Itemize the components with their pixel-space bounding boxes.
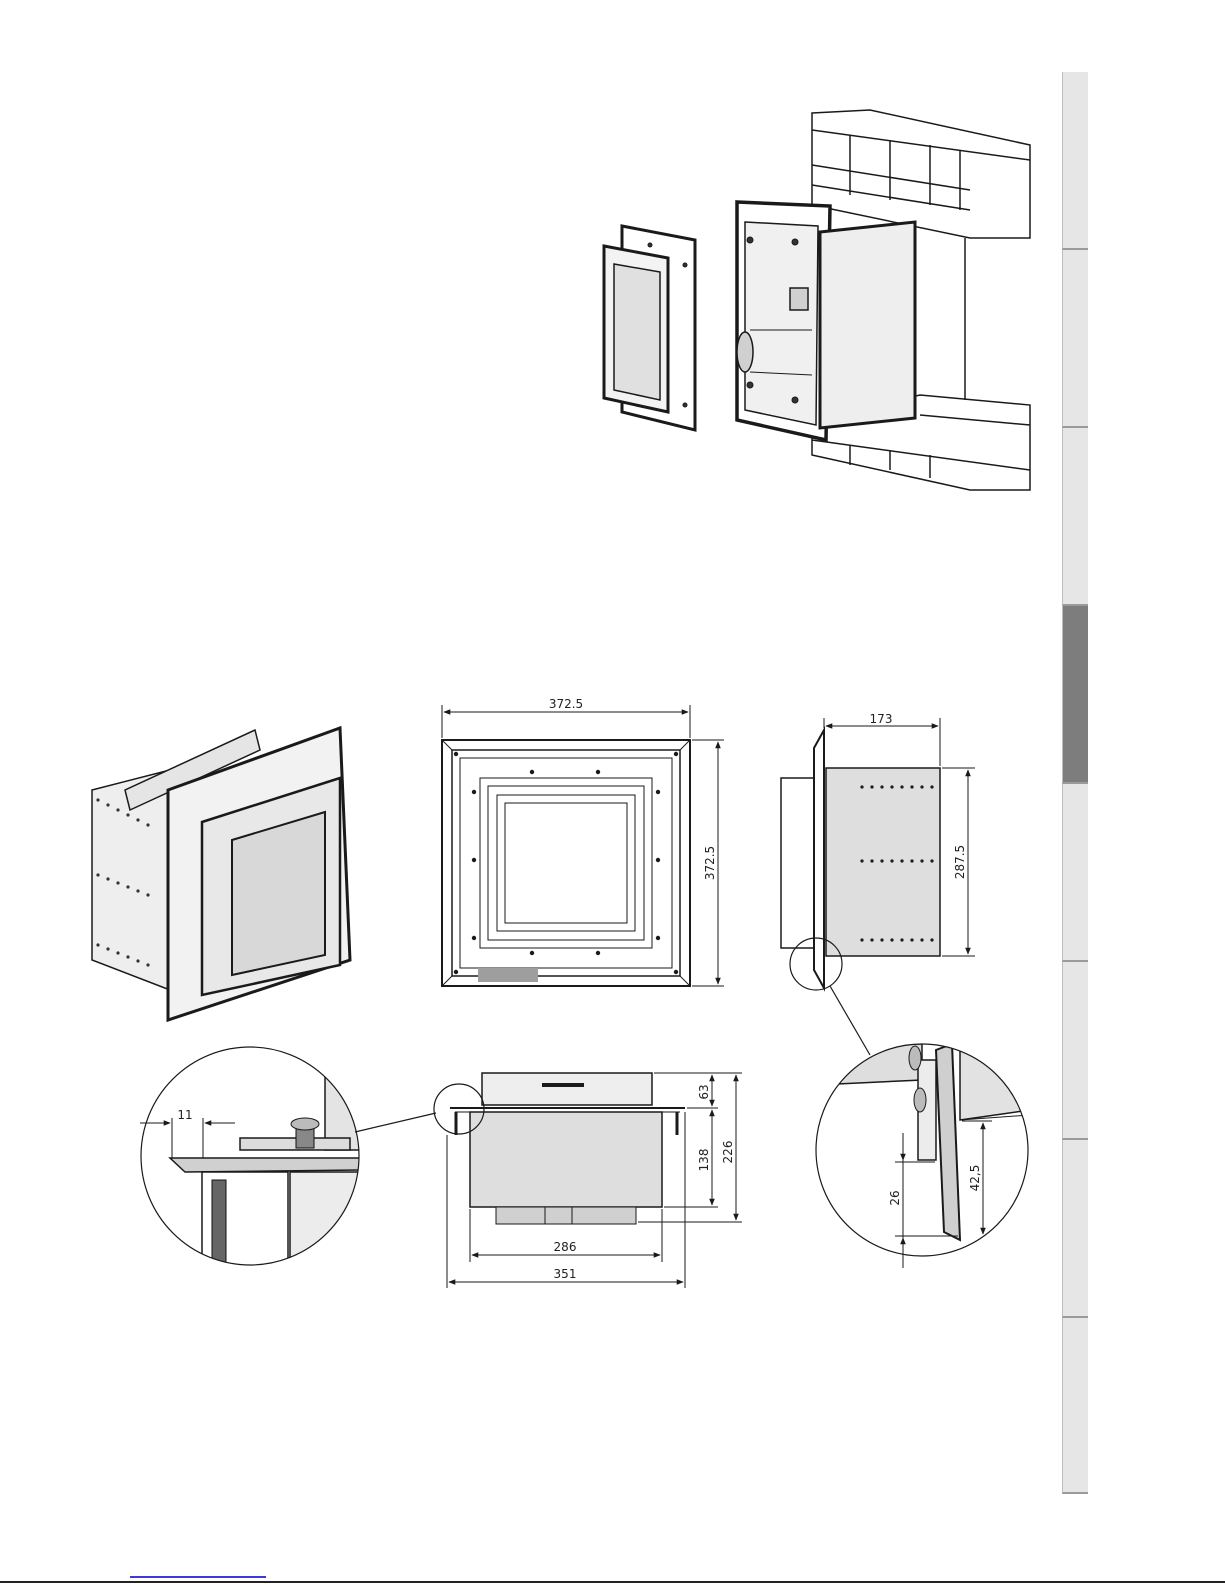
side-view <box>781 718 975 1055</box>
detail-right-small-label: 26 <box>888 1190 902 1205</box>
side-depth-label: 173 <box>870 712 893 726</box>
isometric-product-view <box>92 728 350 1020</box>
bottom-top-depth-label: 63 <box>697 1084 711 1099</box>
bottom-outer-width-label: 351 <box>554 1267 577 1281</box>
bottom-total-depth-label: 226 <box>721 1141 735 1164</box>
detail-circle-left <box>140 1045 436 1272</box>
footer-rule <box>0 1581 1225 1583</box>
bottom-inner-width-label: 286 <box>554 1240 577 1254</box>
bottom-view <box>434 1073 742 1288</box>
detail-left-offset-label: 11 <box>177 1108 192 1122</box>
exploded-door-panel <box>604 226 695 430</box>
front-height-label: 372.5 <box>703 846 717 880</box>
front-width-label: 372.5 <box>549 697 583 711</box>
exploded-box-housing <box>737 202 915 440</box>
front-view <box>442 705 724 986</box>
side-height-label: 287.5 <box>953 845 967 879</box>
footer-link-underline[interactable] <box>130 1576 266 1578</box>
detail-circle-right <box>815 1044 1030 1268</box>
detail-right-large-label: 42,5 <box>968 1165 982 1192</box>
bottom-box-depth-label: 138 <box>697 1149 711 1172</box>
